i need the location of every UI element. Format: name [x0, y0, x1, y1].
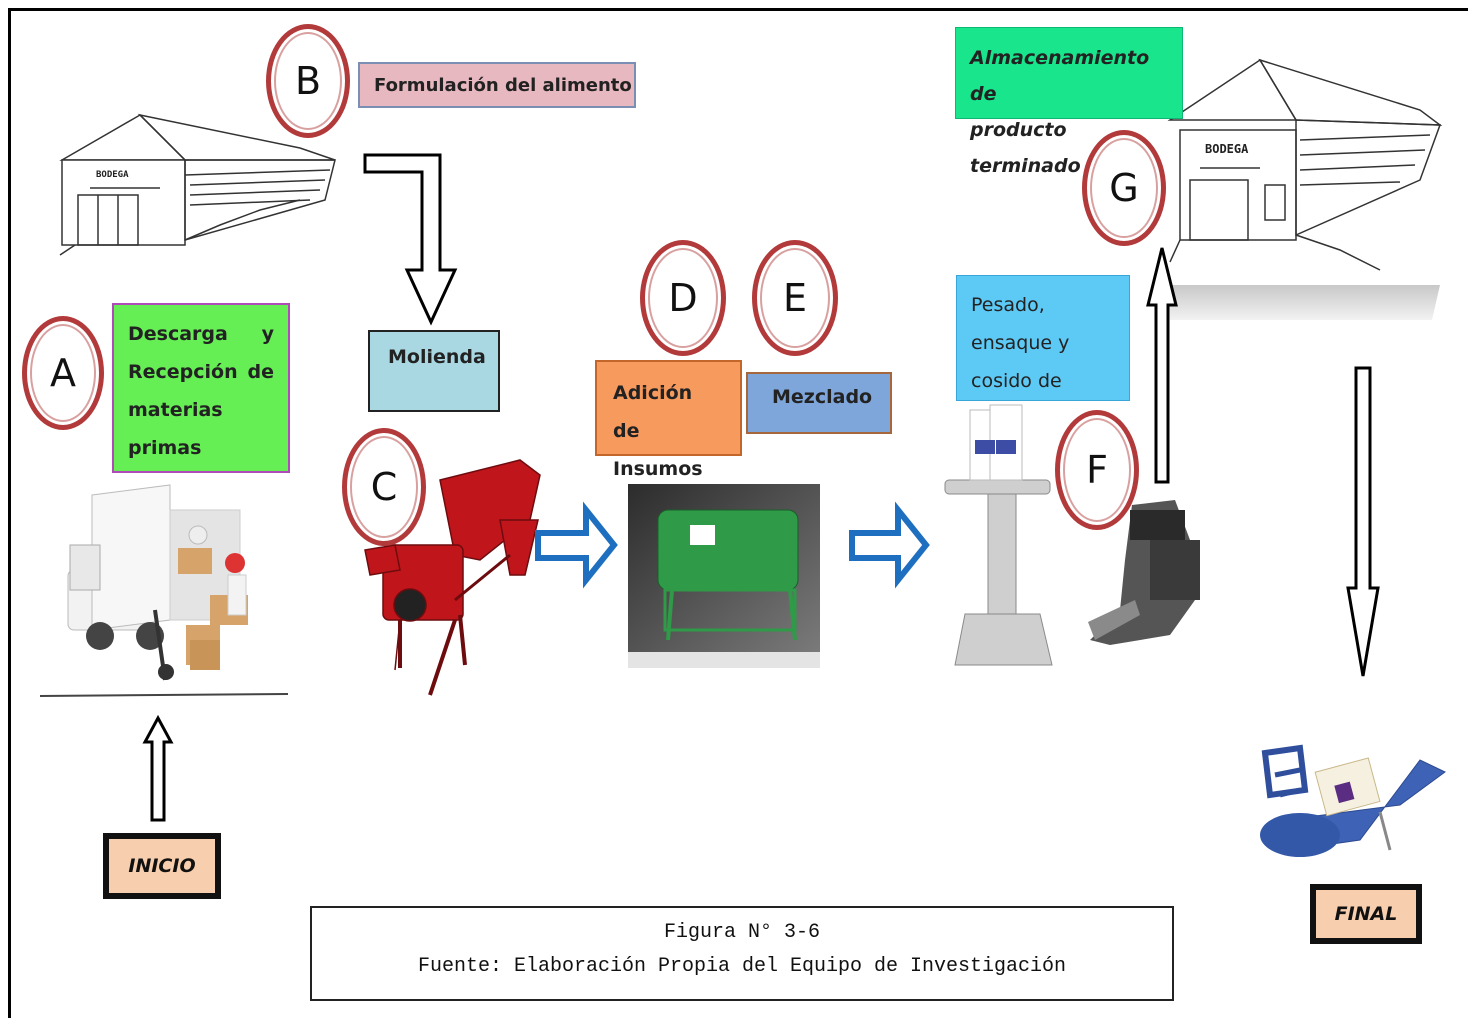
step-f-label-line: ensaque y	[971, 332, 1070, 354]
arrow-c-to-d	[535, 501, 618, 589]
step-g-label: Almacenamiento de producto terminado	[955, 27, 1183, 177]
mill-machine-illustration	[364, 459, 541, 696]
step-a-label-line: materias	[128, 399, 223, 421]
warehouse-g-illustration	[1167, 58, 1443, 271]
arrow-inicio-up	[142, 714, 174, 822]
diagram-frame	[8, 8, 1468, 1018]
step-a-label: Descarga y Recepción de materias primas	[112, 303, 290, 473]
step-d-label: Adición de Insumos	[595, 360, 742, 480]
step-f-label-line: cosido de	[971, 370, 1062, 392]
step-b-label: Formulación del alimento	[358, 62, 636, 108]
warehouse-g-sign: BODEGA	[1205, 142, 1249, 156]
warehouse-g-shadow	[1160, 285, 1440, 320]
start-box: INICIO	[103, 833, 221, 899]
figure-source: Fuente: Elaboración Propia del Equipo de…	[417, 955, 1067, 978]
step-g-label-line: Almacenamiento de	[970, 47, 1150, 105]
warehouse-b-sign: BODEGA	[96, 170, 129, 180]
step-d-label-line: Insumos	[613, 458, 703, 480]
step-d-circle: D	[640, 240, 726, 356]
end-box: FINAL	[1310, 884, 1422, 944]
weighing-scale-illustration	[944, 404, 1053, 666]
wheelbarrow-illustration	[1260, 744, 1446, 857]
step-g-circle: G	[1082, 130, 1166, 246]
bag-sewing-machine-illustration	[1088, 500, 1200, 645]
figure-number: Figura N° 3-6	[663, 921, 821, 944]
mixer-machine-illustration	[628, 484, 820, 668]
step-e-label: Mezclado	[746, 372, 892, 434]
step-a-label-line: Descarga y	[128, 323, 274, 345]
step-a-label-line: Recepción de	[128, 361, 274, 383]
truck-unloading-illustration	[39, 484, 289, 697]
arrow-g-to-final	[1346, 366, 1380, 677]
step-e-circle: E	[752, 240, 838, 356]
step-a-label-line: primas	[128, 437, 202, 459]
figure-caption: Figura N° 3-6 Fuente: Elaboración Propia…	[310, 906, 1174, 1001]
step-b-circle: B	[266, 24, 350, 138]
warehouse-b-illustration	[59, 113, 336, 256]
step-f-circle: F	[1055, 410, 1139, 530]
arrow-e-to-f	[849, 501, 930, 589]
step-g-label-line: producto terminado	[970, 119, 1081, 177]
arrow-f-to-g	[1146, 247, 1178, 484]
step-c-circle: C	[342, 428, 426, 546]
arrow-b-to-molienda	[363, 153, 458, 326]
step-f-label: Pesado, ensaque y cosido de	[956, 275, 1130, 401]
step-a-circle: A	[22, 316, 104, 430]
step-f-label-line: Pesado,	[971, 294, 1045, 316]
step-d-label-line: Adición de	[613, 382, 693, 442]
step-c-label: Molienda	[368, 330, 500, 412]
